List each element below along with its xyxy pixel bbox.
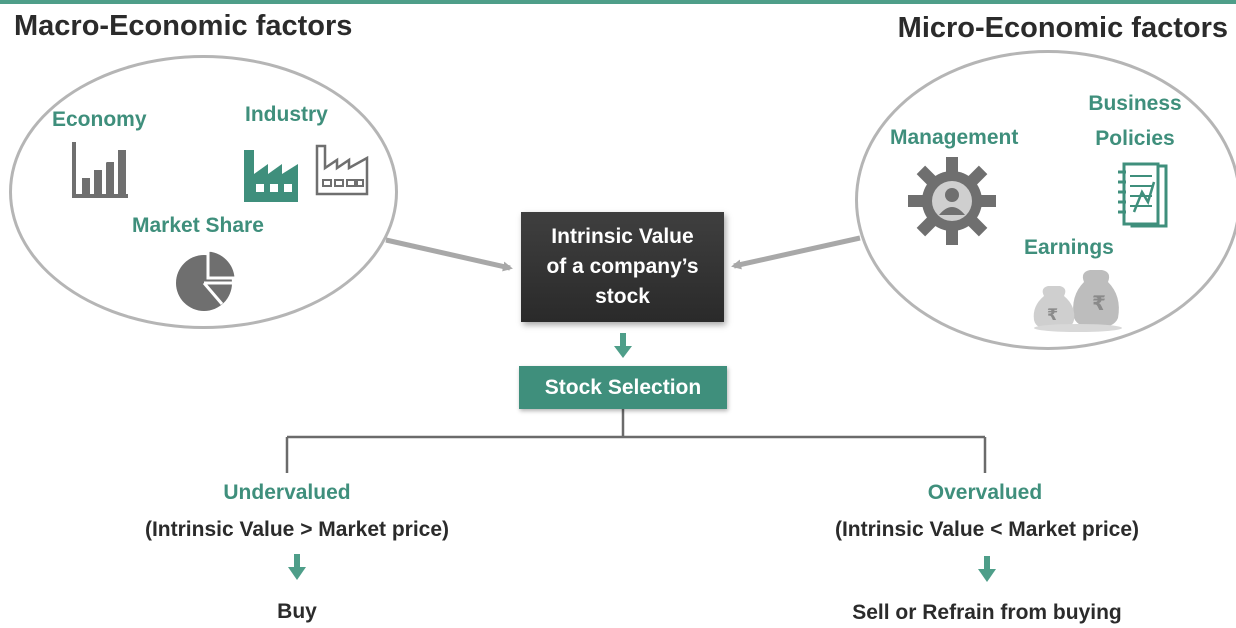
stock-selection-box: Stock Selection [519,366,727,409]
buy-action: Buy [277,600,317,623]
money-bags-icon: ₹ ₹ [1033,270,1122,332]
management-label: Management [890,126,1019,149]
bar-chart-icon [72,142,128,198]
factory-icon [244,150,298,202]
earnings-label: Earnings [1024,236,1114,259]
svg-text:₹: ₹ [1092,291,1106,315]
intrinsic-line1: Intrinsic Value [551,225,694,248]
overvalued-condition: (Intrinsic Value < Market price) [834,518,1140,541]
intrinsic-line2: of a company’s [546,255,699,278]
intrinsic-value-box: Intrinsic Value of a company’s stock [521,212,724,322]
industry-label: Industry [245,103,328,126]
economy-label: Economy [52,108,147,131]
down-arrow-to-stock-selection [614,333,632,358]
gear-icon [908,157,996,245]
document-stack-icon [1118,162,1168,228]
down-arrow-to-sell [978,556,996,582]
macro-title: Macro-Economic factors [14,10,353,42]
factory-outline-icon [315,144,369,196]
down-arrow-to-buy [288,554,306,580]
undervalued-label: Undervalued [223,481,351,504]
intrinsic-line3: stock [595,285,650,308]
pie-chart-icon [176,250,238,311]
market-share-label: Market Share [132,214,264,237]
top-rule [0,0,1236,4]
micro-title: Micro-Economic factors [897,12,1228,44]
sell-action: Sell or Refrain from buying [852,601,1122,624]
business-policies-line2: Policies [1095,127,1175,150]
undervalued-condition: (Intrinsic Value > Market price) [144,518,450,541]
micro-to-intrinsic-arrow [731,235,861,270]
overvalued-label: Overvalued [927,481,1043,504]
macro-to-intrinsic-arrow [385,237,513,272]
business-policies-line1: Business [1088,92,1182,115]
svg-text:₹: ₹ [1047,305,1058,324]
